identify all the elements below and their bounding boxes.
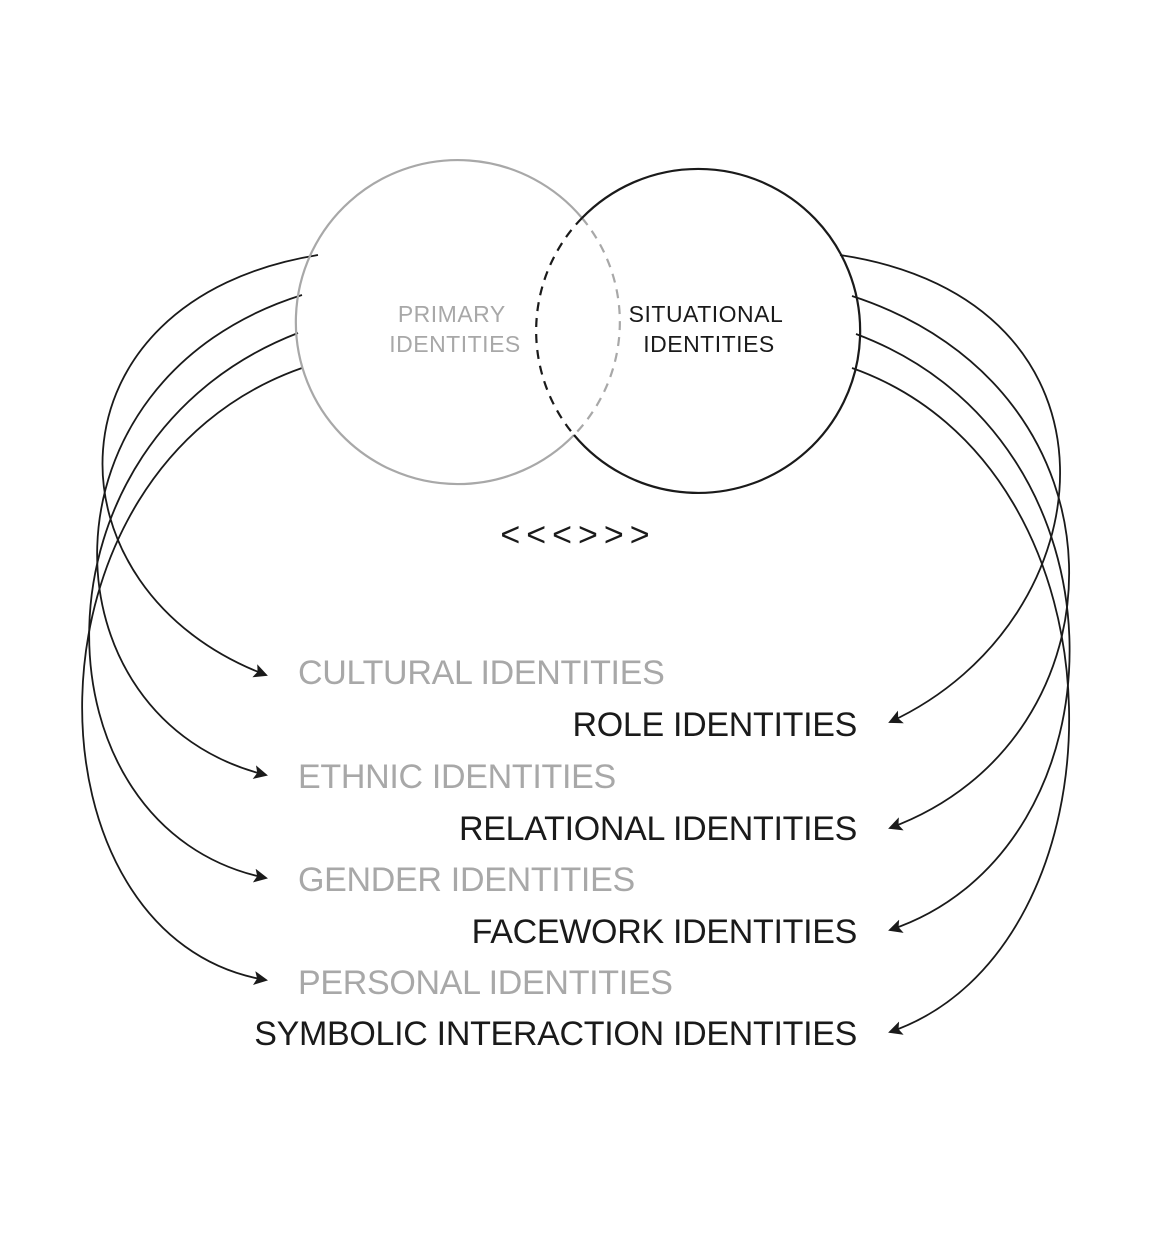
primary-circle-label-line1: PRIMARY <box>398 301 505 327</box>
situational-circle-label-line1: SITUATIONAL <box>629 301 783 327</box>
primary-circle-label: PRIMARY IDENTITIES <box>389 301 521 357</box>
ethnic-identities-label: ETHNIC IDENTITIES <box>298 758 616 796</box>
role-identities-label: ROLE IDENTITIES <box>572 706 857 744</box>
primary-overlap-dashed-arc <box>573 217 621 436</box>
situational-circle-label: SITUATIONAL IDENTITIES <box>629 301 790 357</box>
relational-identities-label: RELATIONAL IDENTITIES <box>459 810 857 848</box>
cultural-identities-label: CULTURAL IDENTITIES <box>298 654 664 692</box>
arrow-to-personal <box>81 367 303 985</box>
arrow-to-role <box>839 254 1061 724</box>
primary-circle-label-line2: IDENTITIES <box>389 331 521 357</box>
primary-identities-circle <box>294 159 583 486</box>
arrow-to-gender <box>88 332 299 883</box>
primary-identities-list: CULTURAL IDENTITIES ETHNIC IDENTITIES GE… <box>298 654 673 1002</box>
arrow-to-ethnic <box>96 294 303 779</box>
primary-arrows <box>81 254 319 985</box>
situational-identities-list: ROLE IDENTITIES RELATIONAL IDENTITIES FA… <box>254 706 857 1053</box>
arrow-to-facework <box>855 333 1071 933</box>
arrow-to-symbolic <box>851 367 1071 1035</box>
situational-arrows <box>839 254 1071 1035</box>
situational-overlap-dashed-arc <box>535 217 583 436</box>
situational-circle-label-line2: IDENTITIES <box>643 331 775 357</box>
exchange-symbol: <<<>>> <box>500 516 655 554</box>
facework-identities-label: FACEWORK IDENTITIES <box>472 913 857 951</box>
arrow-to-cultural <box>101 254 319 678</box>
gender-identities-label: GENDER IDENTITIES <box>298 861 635 899</box>
personal-identities-label: PERSONAL IDENTITIES <box>298 964 673 1002</box>
symbolic-interaction-identities-label: SYMBOLIC INTERACTION IDENTITIES <box>254 1015 857 1053</box>
arrow-to-relational <box>851 295 1071 831</box>
situational-identities-circle <box>573 167 862 494</box>
